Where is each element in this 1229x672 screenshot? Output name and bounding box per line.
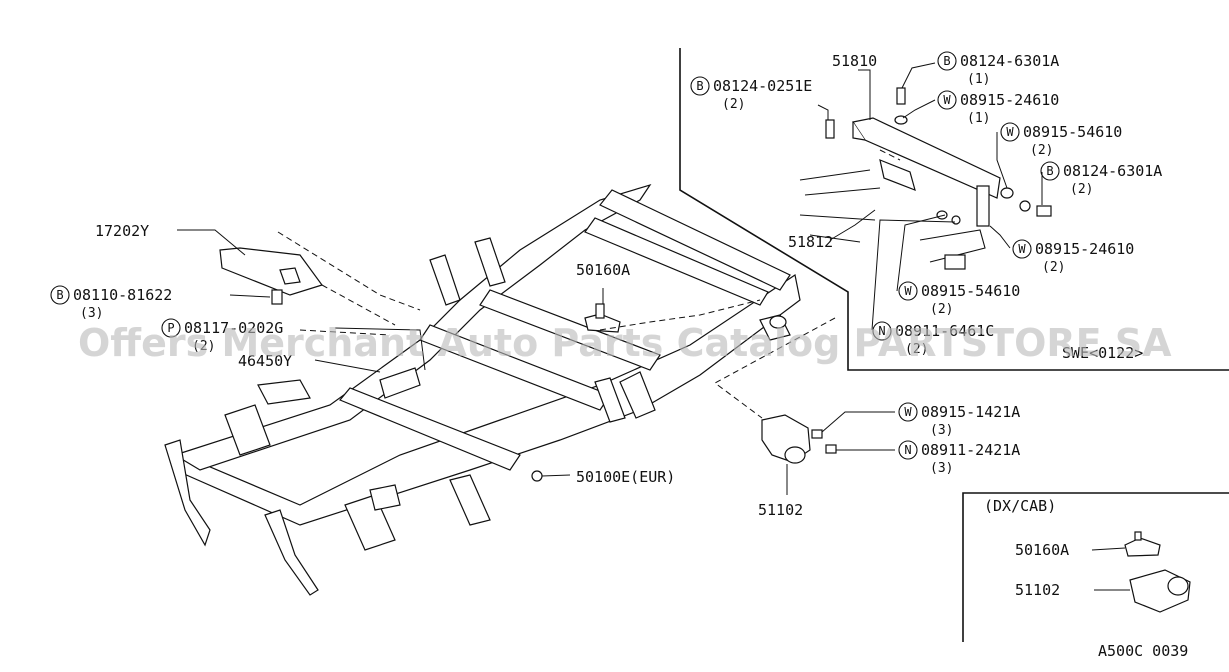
inset-dx-label: (DX/CAB)	[984, 497, 1056, 515]
prefix-symbol: P	[167, 321, 174, 335]
prefix-symbol: W	[1018, 242, 1026, 256]
diagram-code: A500C 0039	[1098, 642, 1188, 660]
part-qty: (2)	[192, 339, 215, 354]
prefix-symbol: W	[904, 405, 912, 419]
prefix-symbol: W	[904, 284, 912, 298]
prefix-symbol: N	[878, 324, 885, 338]
part-number: 08915-54610	[1023, 123, 1122, 141]
part-number: 08124-6301A	[1063, 162, 1162, 180]
part-qty: (2)	[905, 342, 928, 357]
prefix-symbol: B	[56, 288, 63, 302]
callout-50100e: 50100E(EUR)	[576, 468, 675, 486]
callout-08911-6461c: N 08911-6461C (2)	[872, 321, 994, 357]
callout-08124-0251e: B 08124-0251E (2)	[690, 76, 812, 112]
callout-08911-2421a: N 08911-2421A (3)	[898, 440, 1020, 476]
prefix-symbol: W	[943, 93, 951, 107]
part-qty: (3)	[80, 306, 103, 321]
part-number: 08915-24610	[1035, 240, 1134, 258]
part-qty: (3)	[930, 423, 953, 438]
part-qty: (2)	[1042, 260, 1065, 275]
prefix-symbol: N	[904, 443, 911, 457]
part-qty: (1)	[967, 72, 990, 87]
part-17202y-bracket	[219, 247, 323, 296]
prefix-symbol: B	[943, 54, 950, 68]
callout-dx-51102: 51102	[1015, 581, 1060, 599]
part-number: 08911-2421A	[921, 441, 1020, 459]
part-dx-50160a	[1124, 531, 1161, 557]
part-number: 50160A	[576, 261, 630, 279]
chassis-frame	[164, 183, 801, 596]
part-qty: (3)	[930, 461, 953, 476]
part-51102-hook	[761, 414, 837, 464]
part-number: 08124-0251E	[713, 77, 812, 95]
part-number: 17202Y	[95, 222, 149, 240]
part-number: 51812	[788, 233, 833, 251]
part-50160a-mount	[584, 303, 621, 333]
callout-08124-6301a-1: B 08124-6301A (1)	[937, 51, 1059, 87]
callout-50160a: 50160A	[576, 261, 630, 279]
part-number: 51102	[1015, 581, 1060, 599]
watermark-text: Offers Merchant Auto Parts Catalog PARTS…	[78, 321, 1172, 365]
part-50100e-bolt	[531, 470, 543, 482]
part-dx-51102	[1129, 569, 1191, 613]
part-number: 08911-6461C	[895, 322, 994, 340]
part-number: 08110-81622	[73, 286, 172, 304]
callout-08124-6301a-2: B 08124-6301A (2)	[1040, 161, 1162, 197]
part-qty: (2)	[722, 97, 745, 112]
callout-08117-0202g: P 08117-0202G (2)	[161, 318, 283, 354]
callout-dx-50160a: 50160A	[1015, 541, 1069, 559]
inset-dx-frame: (DX/CAB)	[962, 492, 1229, 642]
part-bolt-08110	[271, 289, 283, 305]
part-qty: (2)	[1070, 182, 1093, 197]
inset-swe-label: SWE<0122>	[1062, 344, 1143, 362]
part-number: 51810	[832, 52, 877, 70]
assembly-guides	[277, 149, 901, 419]
part-bolts-swe	[825, 87, 1052, 225]
part-number: 51102	[758, 501, 803, 519]
part-number: 08915-24610	[960, 91, 1059, 109]
leader-lines	[177, 62, 1130, 591]
callout-08915-1421a: W 08915-1421A (3)	[898, 402, 1020, 438]
callout-17202y: 17202Y	[95, 222, 149, 240]
part-number: 46450Y	[238, 352, 292, 370]
callout-51810: 51810	[832, 52, 877, 70]
prefix-symbol: W	[1006, 125, 1014, 139]
callout-46450y: 46450Y	[238, 352, 292, 370]
callout-08915-24610-2: W 08915-24610 (2)	[1012, 239, 1134, 275]
callout-08110-81622: B 08110-81622 (3)	[50, 285, 172, 321]
part-number: 50100E(EUR)	[576, 468, 675, 486]
inset-swe-frame: SWE<0122>	[679, 48, 1229, 371]
callout-08915-24610-1: W 08915-24610 (1)	[937, 90, 1059, 126]
part-qty: (2)	[1030, 143, 1053, 158]
part-number: 08915-54610	[921, 282, 1020, 300]
callout-51102: 51102	[758, 501, 803, 519]
part-number: 08117-0202G	[184, 319, 283, 337]
part-number: 08124-6301A	[960, 52, 1059, 70]
prefix-symbol: B	[1046, 164, 1053, 178]
part-qty: (2)	[930, 302, 953, 317]
part-qty: (1)	[967, 111, 990, 126]
part-number: 50160A	[1015, 541, 1069, 559]
callout-08915-54610-2a: W 08915-54610 (2)	[1000, 122, 1122, 158]
callout-08915-54610-2b: W 08915-54610 (2)	[898, 281, 1020, 317]
part-number: 08915-1421A	[921, 403, 1020, 421]
prefix-symbol: B	[696, 79, 703, 93]
callout-51812: 51812	[788, 233, 833, 251]
